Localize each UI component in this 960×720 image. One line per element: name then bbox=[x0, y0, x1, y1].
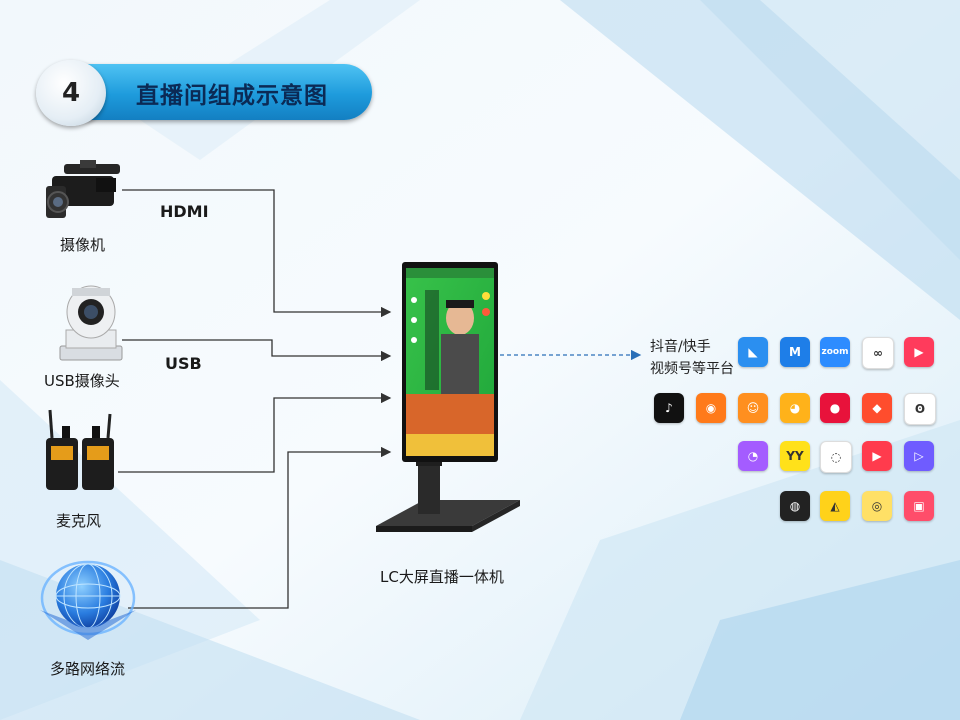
douyin-app-icon: ♪ bbox=[654, 393, 684, 423]
header-bar bbox=[60, 64, 372, 120]
center-device-label: LC大屏直播一体机 bbox=[380, 568, 504, 586]
yingke-app-icon: ☺ bbox=[738, 393, 768, 423]
camcorder-image bbox=[46, 160, 120, 218]
header-number-badge: 4 bbox=[36, 60, 106, 126]
tencent-video-app-icon: ▷ bbox=[904, 441, 934, 471]
pear-app-icon: ◭ bbox=[820, 491, 850, 521]
dingtalk-app-icon: ◣ bbox=[738, 337, 768, 367]
network-globe-image bbox=[40, 560, 136, 640]
background-stripe bbox=[460, 0, 960, 260]
usb-label: USB bbox=[165, 354, 202, 373]
netease-cc-app-icon: ● bbox=[820, 393, 850, 423]
background-stripe bbox=[560, 0, 960, 320]
yy-app-icon: YY bbox=[780, 441, 810, 471]
usb-connection-line bbox=[122, 339, 392, 362]
video-app-icon: ▶ bbox=[862, 441, 892, 471]
page-title: 直播间组成示意图 bbox=[136, 83, 328, 109]
output-label-line1: 抖音/快手 bbox=[650, 339, 711, 355]
center-device-image bbox=[376, 262, 520, 532]
huoshan-app-icon: ◆ bbox=[862, 393, 892, 423]
tencent-meeting-app-icon: M bbox=[780, 337, 810, 367]
zoom-app-icon: zoom bbox=[820, 337, 850, 367]
penguin-app-icon: ◍ bbox=[780, 491, 810, 521]
chat-app-icon: ◌ bbox=[820, 441, 852, 473]
camcorder-label: 摄像机 bbox=[60, 236, 106, 254]
music-app-icon: ◎ bbox=[862, 491, 892, 521]
microphone-label: 麦克风 bbox=[56, 512, 102, 530]
huya-app-icon: ◕ bbox=[780, 393, 810, 423]
hdmi-connection-line bbox=[122, 189, 392, 318]
channels-app-icon: ∞ bbox=[862, 337, 894, 369]
usb-camera-label: USB摄像头 bbox=[44, 372, 120, 390]
hdmi-label: HDMI bbox=[160, 202, 209, 221]
background-stripe bbox=[680, 560, 960, 720]
kuaishou-live-app-icon: ▶ bbox=[904, 337, 934, 367]
owl-app-icon: ʘ bbox=[904, 393, 936, 425]
kuaishou-app-icon: ◉ bbox=[696, 393, 726, 423]
output-label-line2: 视频号等平台 bbox=[650, 361, 734, 377]
microphone-image bbox=[46, 409, 114, 490]
microphone-connection-line bbox=[118, 392, 392, 473]
doyu-app-icon: ◔ bbox=[738, 441, 768, 471]
usb-camera-image bbox=[59, 285, 123, 361]
network-stream-label: 多路网络流 bbox=[50, 660, 126, 678]
network-connection-line bbox=[128, 446, 392, 609]
bilibili-app-icon: ▣ bbox=[904, 491, 934, 521]
